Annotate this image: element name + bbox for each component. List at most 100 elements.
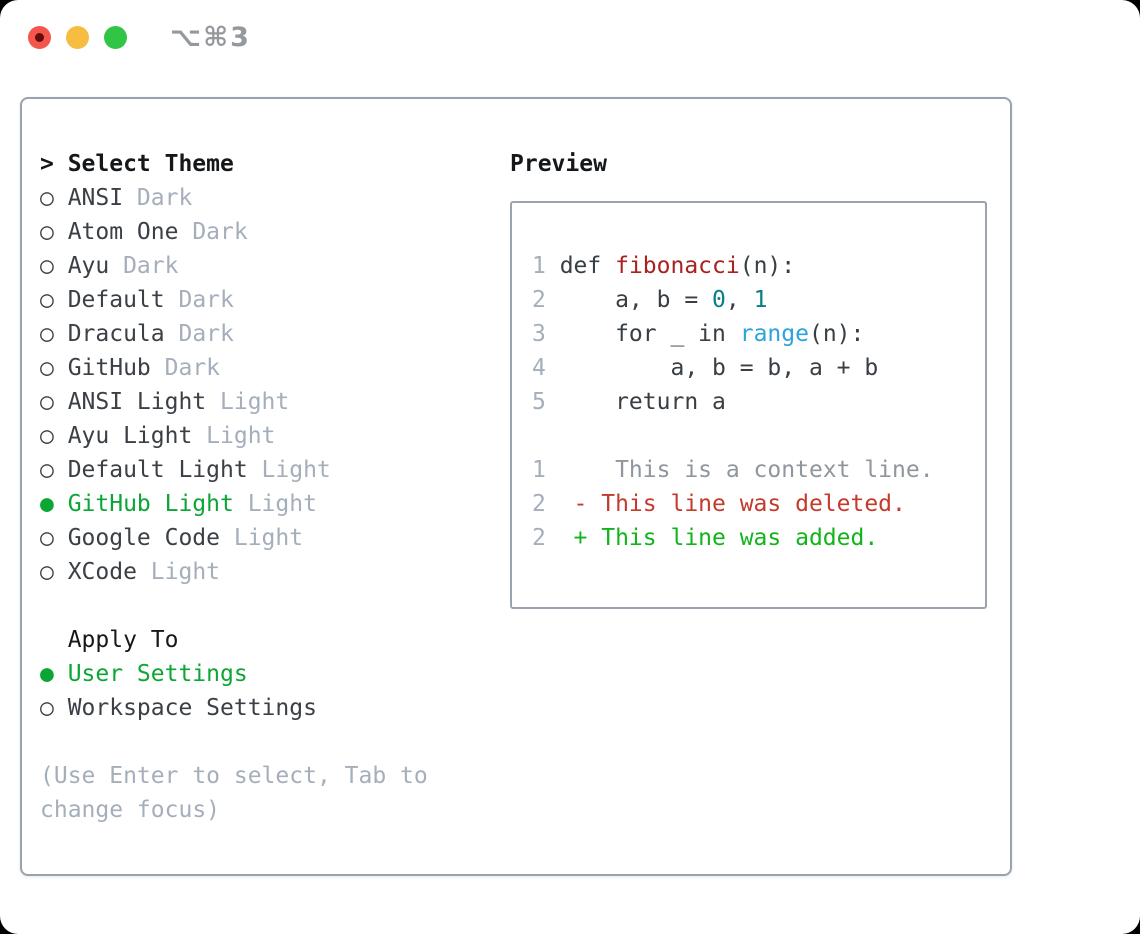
line-number: 1 [532, 457, 546, 483]
code-token-plain: (n): [808, 321, 865, 347]
code-token-plain: (n): [739, 253, 796, 279]
apply-to-indent [40, 623, 68, 657]
code-token-plain: a, b = [545, 287, 713, 313]
code-token-context: This is a context line. [545, 457, 934, 483]
code-token-number: 1 [753, 287, 768, 313]
code-token-func: fibonacci [615, 253, 740, 279]
theme-option-ayu[interactable]: ○ Ayu Dark [40, 249, 492, 283]
theme-variant-label: Dark [164, 355, 221, 381]
theme-list-header: > Select Theme [40, 147, 492, 181]
theme-variant-label: Dark [123, 253, 179, 279]
line-number: 2 [532, 525, 546, 551]
theme-variant-label: Light [150, 559, 221, 585]
theme-option-google-code[interactable]: ○ Google Code Light [40, 521, 492, 555]
code-line: 3 for _ in range(n): [532, 317, 965, 351]
preview-blank-line [532, 419, 965, 453]
theme-option-label: Google Code [67, 525, 221, 551]
apply-to-section: Apply To ● User Settings ○Workspace Settin… [40, 623, 492, 725]
theme-option-label: Dracula [67, 321, 165, 347]
apply-option-label: User Settings [67, 661, 248, 687]
theme-option-label: Default Light [67, 457, 248, 483]
radio-icon: ○ [40, 559, 54, 585]
theme-variant-label: Light [233, 525, 304, 551]
code-token-plain: def [545, 253, 616, 279]
theme-option-label: Ayu [67, 253, 110, 279]
apply-to-header-row: Apply To [40, 623, 492, 657]
theme-option-github[interactable]: ○ GitHub Dark [40, 351, 492, 385]
radio-icon: ○ [40, 287, 54, 313]
code-line: 5 return a [532, 385, 965, 419]
theme-option-xcode[interactable]: ○ XCode Light [40, 555, 492, 589]
title-bar: ⌥⌘3 [0, 0, 1140, 97]
code-token-added: + This line was added. [545, 525, 879, 551]
radio-icon: ○ [40, 253, 54, 279]
line-number: 2 [532, 287, 546, 313]
code-token-number: 0 [712, 287, 726, 313]
line-number: 1 [532, 253, 546, 279]
radio-icon: ○ [40, 423, 54, 449]
apply-to-title: Apply To [67, 627, 179, 653]
theme-option-label: ANSI [67, 185, 124, 211]
radio-selected-icon: ● [40, 661, 54, 687]
theme-option-label: ANSI Light [67, 389, 207, 415]
theme-variant-label: Dark [178, 321, 234, 347]
radio-icon: ○ [40, 525, 54, 551]
radio-icon: ○ [40, 219, 54, 245]
theme-variant-label: Light [220, 389, 290, 415]
code-token-plain: for _ in [545, 321, 740, 347]
code-line: 4 a, b = b, a + b [532, 351, 965, 385]
diff-line: 1 This is a context line. [532, 453, 965, 487]
zoom-button[interactable] [104, 26, 127, 49]
theme-option-dracula[interactable]: ○ Dracula Dark [40, 317, 492, 351]
close-button[interactable] [28, 26, 51, 49]
radio-icon: ○ [40, 185, 54, 211]
radio-icon: ○ [40, 321, 54, 347]
diff-preview: 1 This is a context line.2 - This line w… [532, 453, 965, 555]
preview-title: Preview [510, 151, 607, 177]
apply-option-workspace-settings[interactable]: ○Workspace Settings [40, 691, 492, 725]
line-number: 3 [532, 321, 546, 347]
theme-option-label: GitHub [67, 355, 151, 381]
apply-option-label: Workspace Settings [67, 695, 317, 721]
theme-variant-label: Dark [192, 219, 248, 245]
cursor-icon: > [40, 151, 54, 177]
theme-option-label: Ayu Light [67, 423, 193, 449]
radio-icon: ○ [40, 355, 54, 381]
radio-icon: ○ [40, 389, 54, 415]
diff-line: 2 - This line was deleted. [532, 487, 965, 521]
theme-option-label: GitHub Light [67, 491, 234, 517]
code-line: 2 a, b = 0, 1 [532, 283, 965, 317]
code-token-builtin: range [739, 321, 809, 347]
theme-option-github-light[interactable]: ● GitHub Light Light [40, 487, 492, 521]
window-title: ⌥⌘3 [170, 22, 251, 53]
radio-selected-icon: ● [40, 491, 54, 517]
preview-column: Preview 1 def fibonacci(n):2 a, b = 0, 1… [492, 147, 1010, 874]
code-line: 1 def fibonacci(n): [532, 249, 965, 283]
theme-option-ansi-light[interactable]: ○ ANSI Light Light [40, 385, 492, 419]
code-token-deleted: - This line was deleted. [545, 491, 906, 517]
minimize-button[interactable] [66, 26, 89, 49]
theme-variant-label: Dark [178, 287, 234, 313]
theme-option-atom-one[interactable]: ○ Atom One Dark [40, 215, 492, 249]
apply-option-user-settings[interactable]: ● User Settings [40, 657, 492, 691]
diff-line: 2 + This line was added. [532, 521, 965, 555]
theme-variant-label: Light [261, 457, 331, 483]
theme-variant-label: Light [247, 491, 317, 517]
line-number: 4 [532, 355, 546, 381]
theme-option-label: XCode [67, 559, 137, 585]
line-number: 5 [532, 389, 546, 415]
line-number: 2 [532, 491, 546, 517]
theme-variant-label: Light [206, 423, 276, 449]
theme-option-ayu-light[interactable]: ○ Ayu Light Light [40, 419, 492, 453]
theme-option-label: Atom One [67, 219, 179, 245]
apply-to-list: ● User Settings ○Workspace Settings [40, 657, 492, 725]
